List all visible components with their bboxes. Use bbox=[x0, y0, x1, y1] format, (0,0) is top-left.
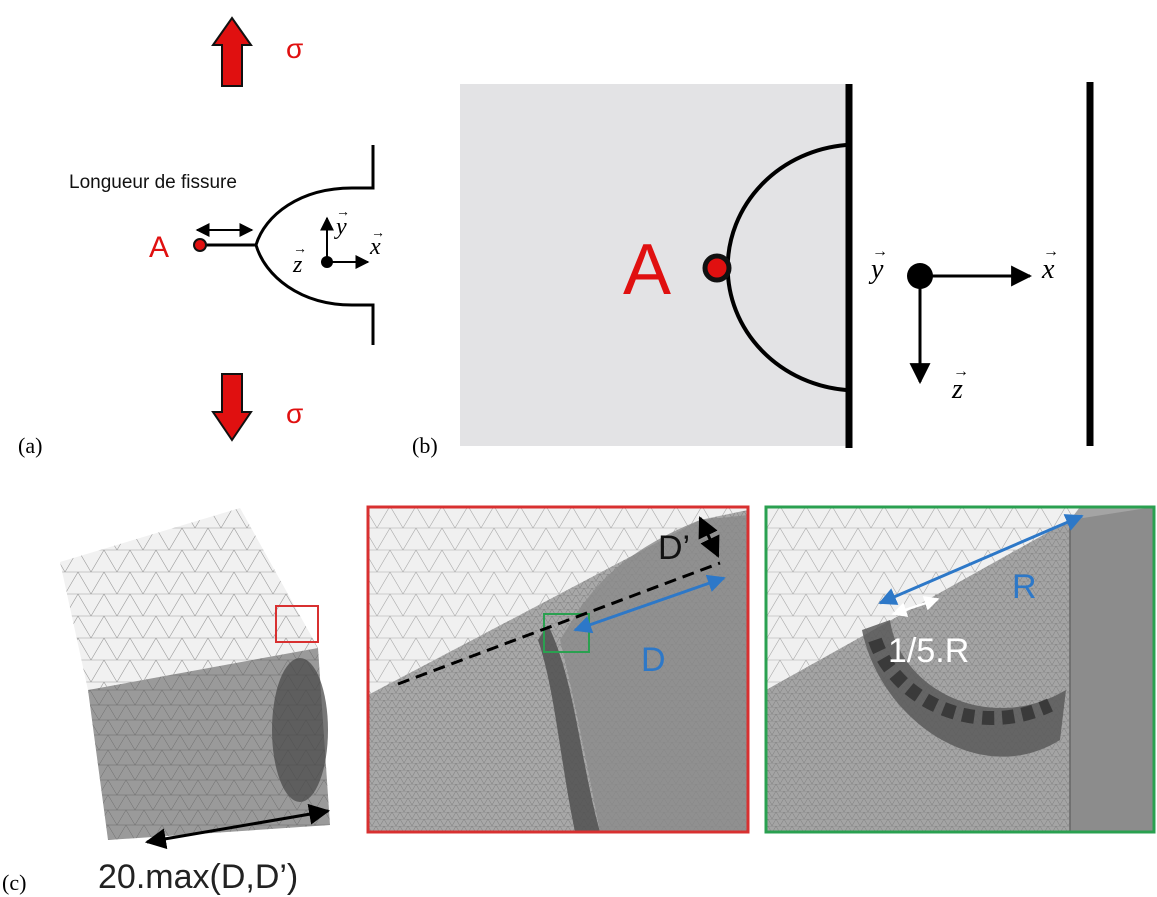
axis-x-vector-mark: → bbox=[371, 226, 385, 241]
d-prime-label: D’ bbox=[658, 529, 690, 567]
notch-outline bbox=[254, 145, 375, 345]
zoom-frame-red bbox=[366, 505, 750, 834]
panel-a: σ σ Longueur de fissure A y → x → z → (a… bbox=[18, 16, 385, 458]
panel-b-label: (b) bbox=[412, 433, 438, 458]
axis-y-vector-mark: → bbox=[336, 205, 350, 220]
cube-front-face-mesh bbox=[88, 648, 330, 840]
cube-top-face-mesh bbox=[60, 508, 318, 690]
crack-tip-point bbox=[702, 253, 732, 283]
free-surface-face bbox=[1070, 507, 1154, 832]
sigma-top-label: σ bbox=[286, 33, 303, 64]
cube-size-arrow bbox=[144, 803, 331, 850]
meshed-cube bbox=[60, 508, 330, 840]
d-label: D bbox=[641, 641, 666, 679]
axis-y-label: y bbox=[868, 254, 884, 285]
zoom-top-face-mesh bbox=[368, 507, 748, 695]
zoom-frame-green bbox=[764, 505, 1156, 834]
crack-front-dark bbox=[538, 625, 600, 832]
crack-length-label: Longueur de fissure bbox=[69, 172, 237, 193]
point-a-label: A bbox=[149, 231, 169, 264]
point-a-label: A bbox=[623, 230, 671, 310]
r-label: R bbox=[1012, 568, 1037, 606]
stress-arrow-down bbox=[211, 373, 253, 442]
panel-c-label: (c) bbox=[2, 870, 26, 895]
d-prime-arrow bbox=[698, 516, 720, 558]
panel-b: A y → x → z → (b) bbox=[412, 82, 1094, 458]
axis-y-label: y bbox=[334, 214, 347, 240]
panel-a-label: (a) bbox=[18, 433, 42, 458]
panel-c: 20.max(D,D’) D D’ bbox=[2, 505, 1156, 896]
axis-z-vector-mark: → bbox=[953, 363, 969, 380]
axis-x-label: x bbox=[369, 234, 381, 260]
r-arrow bbox=[878, 514, 1084, 605]
zoom-panel-red: D D’ bbox=[368, 507, 748, 832]
d-arrow bbox=[573, 574, 726, 634]
axis-z-label: z bbox=[292, 252, 303, 278]
sigma-bottom-label: σ bbox=[286, 398, 303, 429]
r-fraction-arrow bbox=[891, 596, 940, 617]
axis-z-label: z bbox=[951, 374, 963, 405]
specimen-background bbox=[460, 84, 846, 446]
cube-size-label: 20.max(D,D’) bbox=[98, 858, 298, 896]
zoom-box-red bbox=[275, 605, 319, 643]
crack-tip-point bbox=[193, 238, 207, 252]
axis-z-vector-mark: → bbox=[293, 242, 307, 257]
stress-arrow-up bbox=[211, 16, 253, 87]
r-fraction-label: 1/5.R bbox=[888, 632, 969, 670]
zoom-panel-green: R 1/5.R bbox=[766, 507, 1154, 832]
axis-x-label: x bbox=[1041, 254, 1055, 285]
axis-y-vector-mark: → bbox=[872, 243, 888, 260]
axis-x-vector-mark: → bbox=[1043, 243, 1059, 260]
refined-ring-inner bbox=[868, 637, 1053, 726]
refined-crack-zone bbox=[272, 658, 328, 802]
